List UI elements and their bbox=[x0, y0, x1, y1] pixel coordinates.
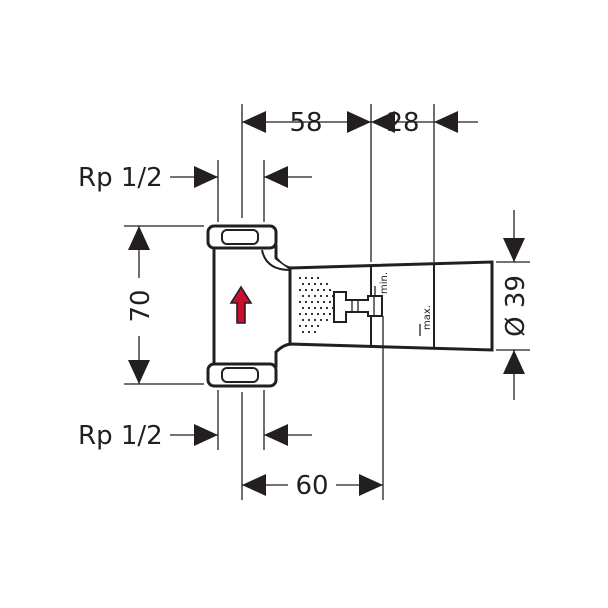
arrow-up-icon bbox=[503, 350, 525, 374]
thread-callout-bottom: Rp 1/2 bbox=[78, 390, 312, 451]
arrow-left-icon bbox=[242, 111, 266, 133]
arrow-right-icon bbox=[194, 166, 218, 188]
thread-label-bottom: Rp 1/2 bbox=[78, 421, 163, 451]
dimension-label-58: 58 bbox=[289, 108, 322, 138]
dimension-label-28: 28 bbox=[386, 108, 419, 138]
bottom-nut-flat bbox=[221, 367, 259, 383]
arrow-down-icon bbox=[128, 360, 150, 384]
body-curve-detail bbox=[261, 249, 291, 271]
tube-outline bbox=[288, 260, 494, 352]
valve-body bbox=[206, 224, 294, 388]
arrow-left-icon bbox=[264, 166, 288, 188]
arrow-left-icon bbox=[264, 424, 288, 446]
arrow-left-icon bbox=[434, 111, 458, 133]
arrow-right-icon bbox=[347, 111, 371, 133]
diameter-dimension: Ø 39 bbox=[496, 210, 531, 400]
arrow-right-icon bbox=[194, 424, 218, 446]
arrow-up-icon bbox=[229, 285, 253, 324]
arrow-up-icon bbox=[128, 226, 150, 250]
top-dimension-chain: 58 28 bbox=[241, 104, 478, 262]
height-dimension: 70 bbox=[124, 225, 204, 385]
max-label: max. bbox=[422, 305, 433, 330]
bottom-dimension: 60 bbox=[241, 316, 384, 501]
min-label: min. bbox=[379, 272, 390, 294]
thread-callout-top: Rp 1/2 bbox=[78, 160, 312, 222]
top-nut-flat bbox=[221, 229, 259, 245]
dimension-label-diameter: Ø 39 bbox=[501, 275, 531, 337]
dimension-label-70: 70 bbox=[126, 289, 156, 322]
thread-hatch bbox=[298, 276, 335, 334]
label-backdrop bbox=[288, 470, 336, 500]
arrow-left-icon bbox=[371, 111, 395, 133]
dimension-label-60: 60 bbox=[295, 471, 328, 501]
thread-label-top: Rp 1/2 bbox=[78, 163, 163, 193]
arrow-right-icon bbox=[359, 474, 383, 496]
extension-tube: min. max. bbox=[288, 260, 494, 352]
arrow-down-icon bbox=[503, 238, 525, 262]
arrow-left-icon bbox=[242, 474, 266, 496]
